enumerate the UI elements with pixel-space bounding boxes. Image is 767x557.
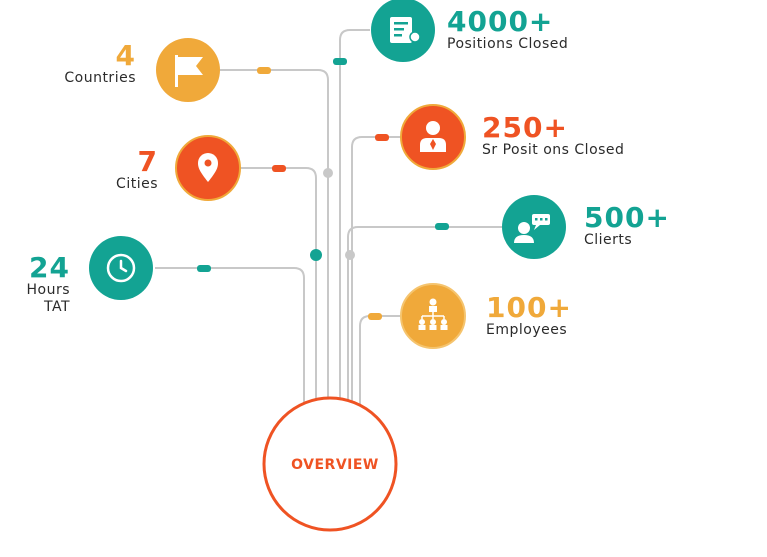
junction-dot bbox=[310, 249, 322, 261]
positions-value: 4000+ bbox=[447, 5, 554, 38]
sr-positions-node bbox=[400, 104, 466, 170]
chat-person-icon bbox=[514, 214, 550, 243]
hours-value: 24 bbox=[29, 251, 70, 284]
dot-employees bbox=[368, 313, 382, 320]
sr-positions-value: 250+ bbox=[482, 111, 568, 144]
dot-countries bbox=[257, 67, 271, 74]
junction-dot bbox=[345, 250, 355, 260]
connector-hours bbox=[155, 267, 305, 415]
connector-lines bbox=[155, 29, 502, 415]
location-pin-icon bbox=[198, 153, 218, 182]
clients-node bbox=[502, 195, 566, 259]
connector-countries bbox=[220, 69, 329, 415]
dot-hours bbox=[197, 265, 211, 272]
cities-value: 7 bbox=[137, 145, 158, 178]
stat-sr-positions: 250+ Sr Posit ons Closed bbox=[482, 114, 624, 159]
countries-label: Countries bbox=[64, 70, 136, 86]
stat-clients: 500+ Clierts bbox=[584, 204, 670, 249]
sr-positions-circle bbox=[400, 104, 466, 170]
employees-node bbox=[400, 283, 466, 349]
cities-node bbox=[175, 135, 241, 201]
positions-node bbox=[371, 0, 435, 62]
clients-label: Clierts bbox=[584, 232, 633, 248]
clients-value: 500+ bbox=[584, 201, 670, 234]
hours-label-line1: Hours bbox=[26, 282, 70, 298]
dot-clients bbox=[435, 223, 449, 230]
hours-label-line2: TAT bbox=[43, 299, 70, 315]
cities-label: Cities bbox=[116, 176, 158, 192]
clock-icon bbox=[106, 253, 136, 283]
connector-employees bbox=[359, 315, 400, 415]
flag-icon bbox=[175, 55, 203, 87]
dot-cities bbox=[272, 165, 286, 172]
employees-value: 100+ bbox=[486, 291, 572, 324]
stat-cities: 7 Cities bbox=[60, 148, 158, 193]
hours-node bbox=[89, 236, 153, 300]
org-chart-icon bbox=[418, 298, 448, 330]
clients-circle bbox=[502, 195, 566, 259]
stat-positions: 4000+ Positions Closed bbox=[447, 8, 568, 53]
connector-clients bbox=[347, 226, 502, 415]
countries-node bbox=[156, 38, 220, 102]
stat-countries: 4 Countries bbox=[30, 42, 136, 87]
countries-value: 4 bbox=[115, 39, 136, 72]
overview-node[interactable]: OVERVIEW bbox=[262, 396, 398, 532]
connector-dots bbox=[197, 58, 449, 320]
overview-label: OVERVIEW bbox=[291, 457, 379, 473]
dot-sr-positions bbox=[375, 134, 389, 141]
connector-sr-positions bbox=[351, 136, 400, 415]
stat-hours: 24 Hours TAT bbox=[0, 254, 70, 316]
employees-label: Employees bbox=[486, 322, 568, 338]
dot-positions bbox=[333, 58, 347, 65]
overview-circle bbox=[262, 396, 398, 532]
positions-label: Positions Closed bbox=[447, 36, 569, 52]
executive-icon bbox=[420, 121, 446, 152]
connector-cities bbox=[240, 167, 317, 415]
sr-positions-label: Sr Posit ons Closed bbox=[482, 142, 625, 158]
connector-positions bbox=[339, 29, 370, 415]
document-icon bbox=[390, 17, 421, 43]
junction-dot bbox=[323, 168, 333, 178]
stat-employees: 100+ Employees bbox=[486, 294, 572, 339]
